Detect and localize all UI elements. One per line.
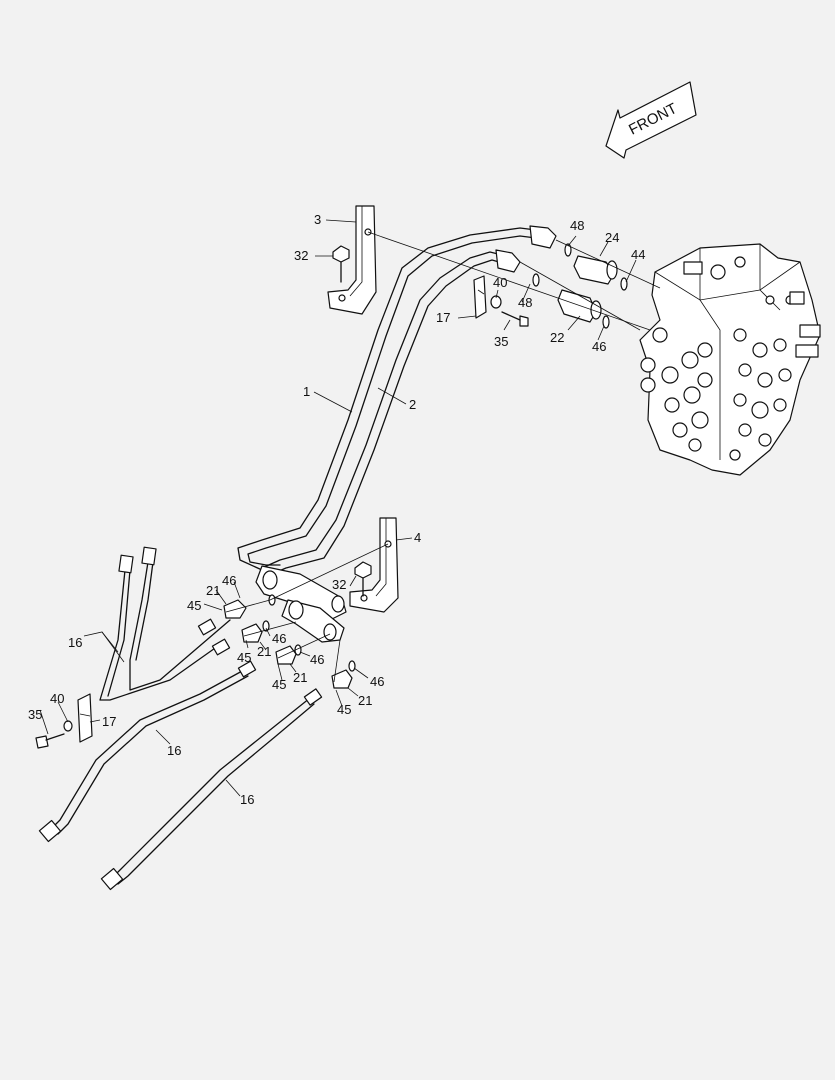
callout-40-b: 40 <box>50 691 64 706</box>
tee-manifold <box>255 565 347 643</box>
adapter-24 <box>573 255 618 285</box>
callout-16-a: 16 <box>68 635 82 650</box>
callout-16-c: 16 <box>240 792 254 807</box>
callout-3: 3 <box>314 212 321 227</box>
callout-21-d: 21 <box>358 693 372 708</box>
callout-2: 2 <box>409 397 416 412</box>
callout-46-e: 46 <box>592 339 606 354</box>
callout-45-d: 45 <box>337 702 351 717</box>
pipe-end-fittings <box>495 225 557 273</box>
assembly-centerlines <box>225 231 661 683</box>
callout-24: 24 <box>605 230 619 245</box>
callout-16-b: 16 <box>167 743 181 758</box>
callout-45-a: 45 <box>187 598 201 613</box>
clamp-17-upper <box>473 275 487 319</box>
pipe-1 <box>237 227 537 573</box>
hoses-16 <box>38 546 323 891</box>
callout-1: 1 <box>303 384 310 399</box>
callout-46-d: 46 <box>370 674 384 689</box>
callout-35-b: 35 <box>28 707 42 722</box>
callout-21-b: 21 <box>257 644 271 659</box>
callout-46-c: 46 <box>310 652 324 667</box>
washer-40 <box>63 295 502 732</box>
callout-32-b: 32 <box>332 577 346 592</box>
bolt-32-lower <box>354 561 372 597</box>
fittings-21 <box>223 599 353 689</box>
leader-lines <box>39 219 637 797</box>
seal-rings <box>262 243 628 672</box>
bolt-35-lower <box>35 733 65 749</box>
callout-32-a: 32 <box>294 248 308 263</box>
clamp-17-lower <box>77 693 93 743</box>
callout-48-b: 48 <box>518 295 532 310</box>
callout-17-a: 17 <box>436 310 450 325</box>
bracket-4 <box>349 517 399 613</box>
callout-45-b: 45 <box>237 650 251 665</box>
callout-35-a: 35 <box>494 334 508 349</box>
callout-48-a: 48 <box>570 218 584 233</box>
callout-22: 22 <box>550 330 564 345</box>
callout-21-c: 21 <box>293 670 307 685</box>
bolt-35-upper <box>501 311 529 327</box>
bolt-32-upper <box>332 245 350 283</box>
bracket-3 <box>327 205 377 315</box>
callout-labels: 1 2 3 4 16 16 16 17 17 21 21 21 21 22 24… <box>28 212 645 807</box>
adapter-22 <box>557 289 602 323</box>
callout-17-b: 17 <box>102 714 116 729</box>
callout-4: 4 <box>414 530 421 545</box>
control-valve-block <box>639 243 821 476</box>
callout-40-a: 40 <box>493 275 507 290</box>
callout-46-a: 46 <box>222 573 236 588</box>
front-direction-arrow: FRONT <box>605 81 697 159</box>
callout-45-c: 45 <box>272 677 286 692</box>
callout-44: 44 <box>631 247 645 262</box>
callout-21-a: 21 <box>206 583 220 598</box>
callout-46-b: 46 <box>272 631 286 646</box>
